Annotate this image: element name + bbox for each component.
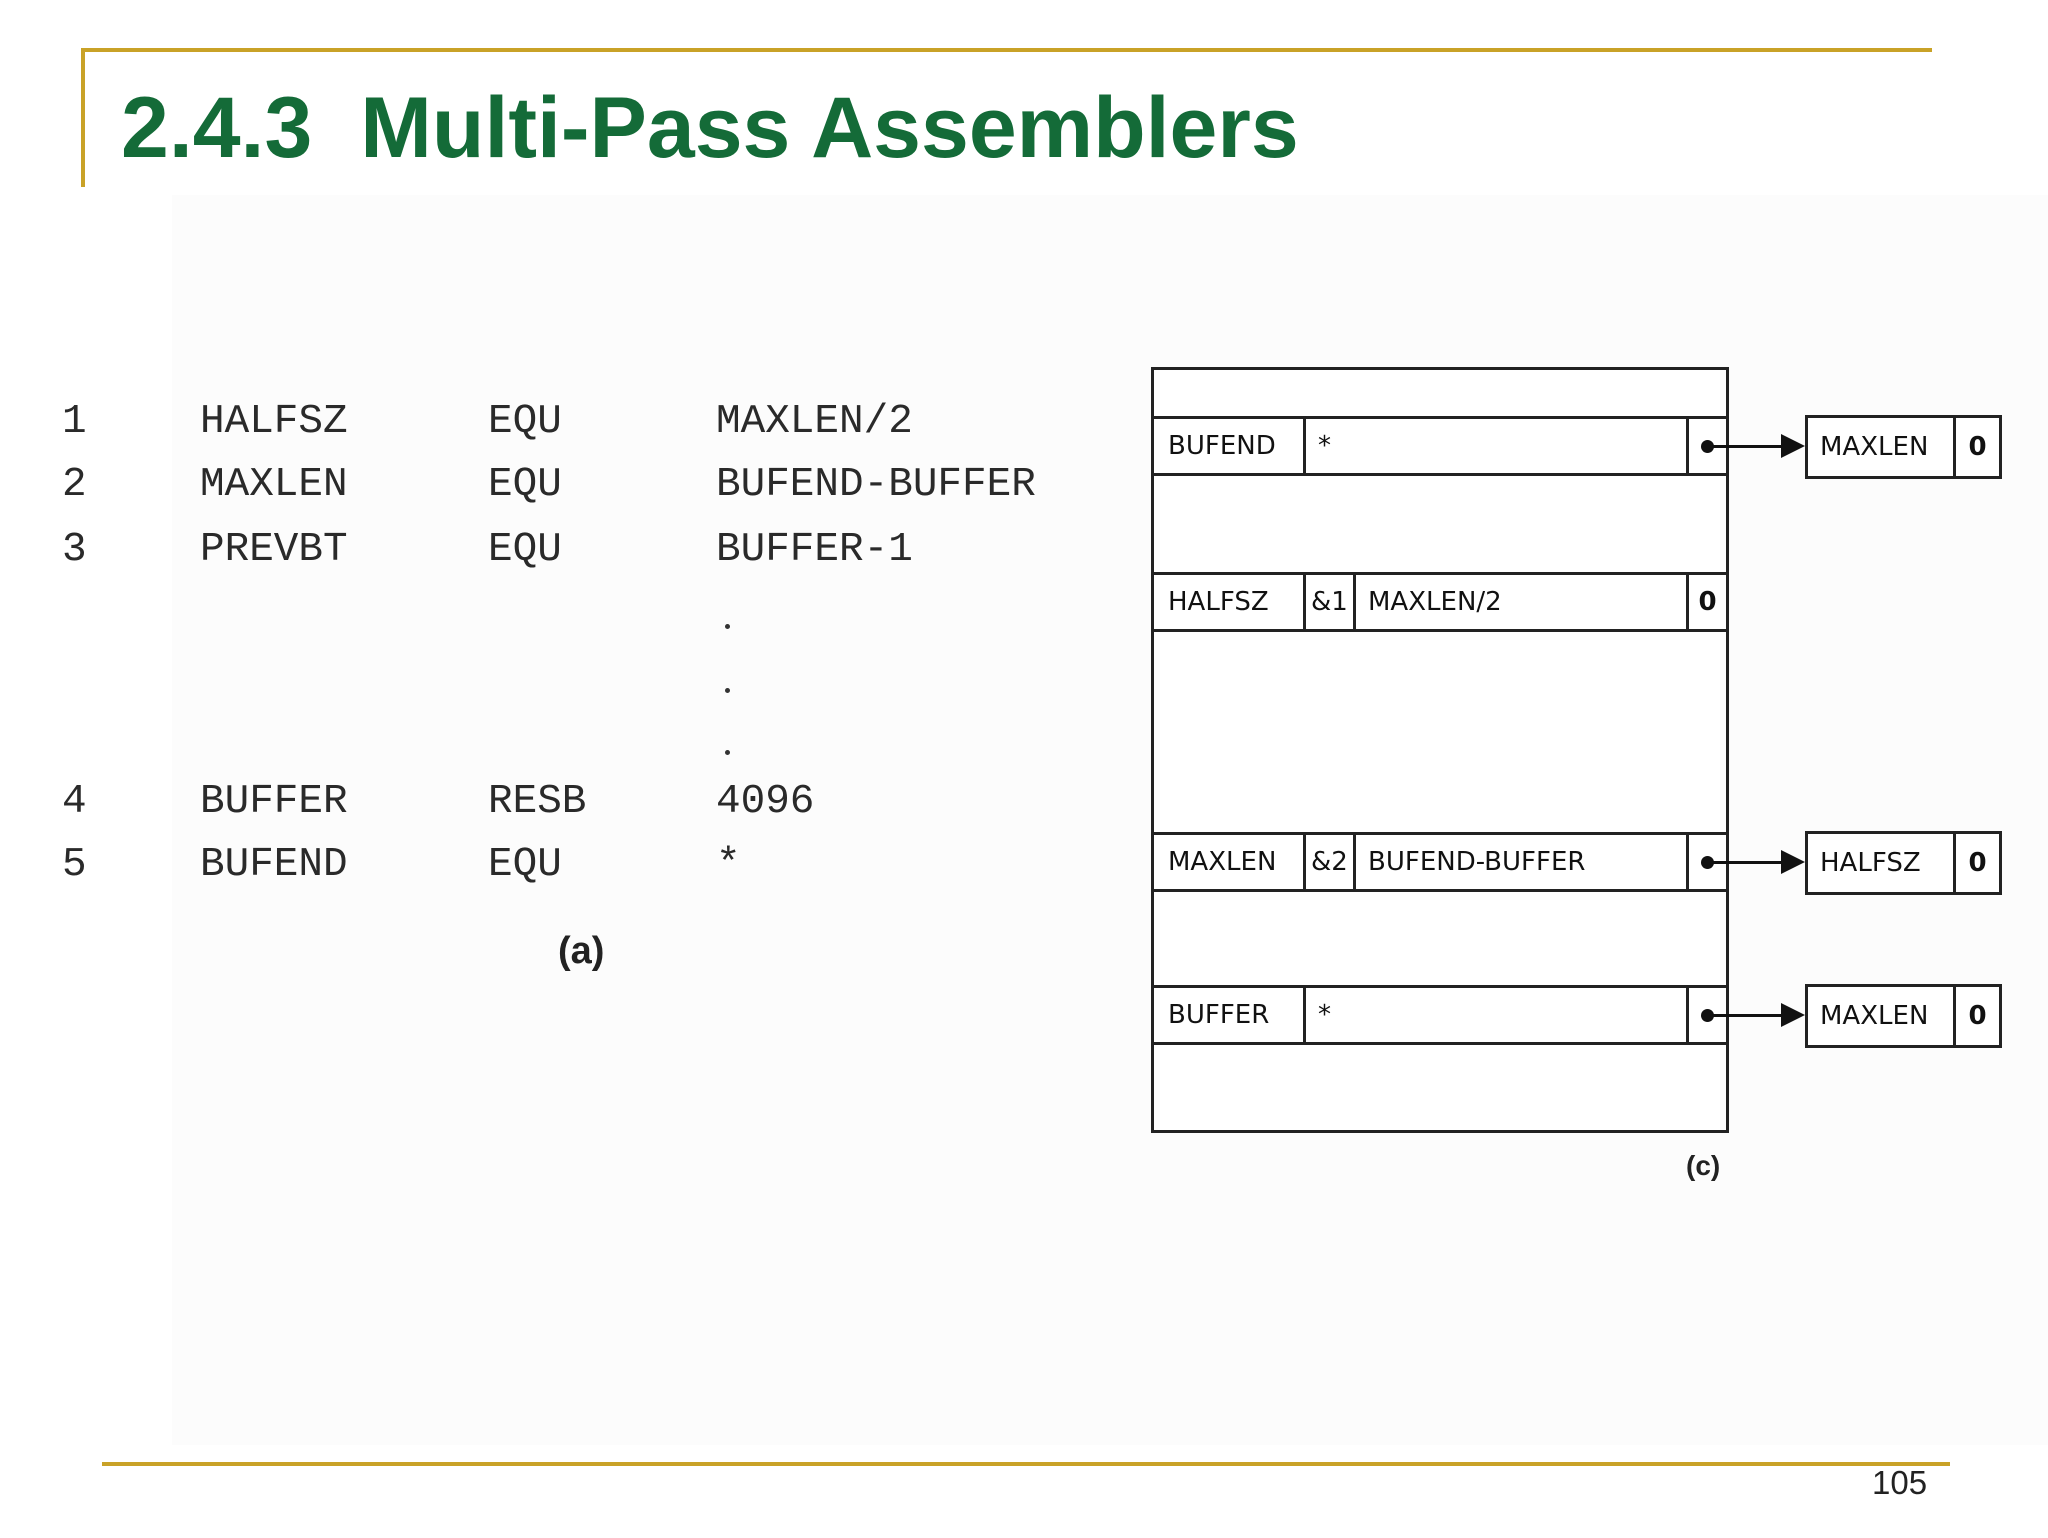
arrow-head-icon	[1781, 850, 1805, 874]
pointer-dot-icon	[1701, 1009, 1714, 1022]
ellipsis-dot	[725, 750, 730, 755]
dependent-node: MAXLEN 0	[1805, 415, 2002, 479]
arrow-head-icon	[1781, 434, 1805, 458]
title-text: Multi-Pass Assemblers	[360, 80, 1299, 176]
arrow-head-icon	[1781, 1003, 1805, 1027]
dependent-symbol: MAXLEN	[1808, 987, 1956, 1045]
dependent-value: 0	[1968, 1001, 1987, 1031]
entry-flag: &1	[1306, 575, 1356, 629]
entry-expression: BUFEND-BUFFER	[1368, 847, 1586, 877]
symtab-entry-halfsz: HALFSZ &1 MAXLEN/2 0	[1151, 572, 1729, 632]
page-number: 105	[1872, 1464, 1928, 1501]
title-number: 2.4.3	[121, 80, 313, 176]
line-opcode: EQU	[488, 842, 562, 888]
entry-symbol: BUFEND	[1154, 419, 1306, 473]
caption-c: (c)	[1686, 1150, 1721, 1181]
line-number: 2	[62, 462, 87, 508]
line-label: HALFSZ	[200, 399, 348, 445]
line-label: PREVBT	[200, 527, 348, 573]
pointer-dot-icon	[1701, 856, 1714, 869]
line-opcode: EQU	[488, 462, 562, 508]
entry-value: *	[1318, 431, 1331, 461]
line-label: BUFEND	[200, 842, 348, 888]
left-rule	[81, 48, 85, 187]
entry-end-value: 0	[1686, 575, 1726, 629]
entry-pointer	[1686, 835, 1726, 889]
dependent-value: 0	[1968, 432, 1987, 462]
entry-flag: &2	[1306, 835, 1356, 889]
dependent-symbol: HALFSZ	[1808, 834, 1956, 892]
entry-value: *	[1318, 1000, 1331, 1030]
symtab-entry-maxlen: MAXLEN &2 BUFEND-BUFFER	[1151, 832, 1729, 892]
arrow-shaft	[1708, 861, 1784, 864]
symtab-entry-bufend: BUFEND *	[1151, 416, 1729, 476]
line-opcode: RESB	[488, 779, 587, 825]
dependent-node: MAXLEN 0	[1805, 984, 2002, 1048]
line-operand: BUFEND-BUFFER	[716, 462, 1036, 508]
entry-pointer	[1686, 419, 1726, 473]
dependent-value: 0	[1968, 848, 1987, 878]
ellipsis-dot	[725, 688, 730, 693]
line-operand: MAXLEN/2	[716, 399, 913, 445]
line-number: 3	[62, 527, 87, 573]
entry-expression: MAXLEN/2	[1368, 587, 1502, 617]
line-opcode: EQU	[488, 527, 562, 573]
symtab-entry-buffer: BUFFER *	[1151, 985, 1729, 1045]
arrow-shaft	[1708, 1014, 1784, 1017]
figure-background	[172, 195, 2048, 1445]
entry-symbol: BUFFER	[1154, 988, 1306, 1042]
entry-symbol: MAXLEN	[1154, 835, 1306, 889]
entry-symbol: HALFSZ	[1154, 575, 1306, 629]
dependent-symbol: MAXLEN	[1808, 418, 1956, 476]
pointer-dot-icon	[1701, 440, 1714, 453]
entry-pointer	[1686, 988, 1726, 1042]
line-label: MAXLEN	[200, 462, 348, 508]
top-rule	[81, 48, 1932, 52]
dependent-node: HALFSZ 0	[1805, 831, 2002, 895]
line-number: 5	[62, 842, 87, 888]
line-number: 4	[62, 779, 87, 825]
caption-a: (a)	[558, 930, 605, 972]
line-operand: 4096	[716, 779, 815, 825]
line-operand: *	[716, 842, 741, 888]
line-number: 1	[62, 399, 87, 445]
slide-title: 2.4.3 Multi-Pass Assemblers	[121, 76, 1299, 180]
ellipsis-dot	[725, 624, 730, 629]
bottom-rule	[102, 1462, 1950, 1466]
arrow-shaft	[1708, 445, 1784, 448]
line-operand: BUFFER-1	[716, 527, 913, 573]
line-opcode: EQU	[488, 399, 562, 445]
line-label: BUFFER	[200, 779, 348, 825]
